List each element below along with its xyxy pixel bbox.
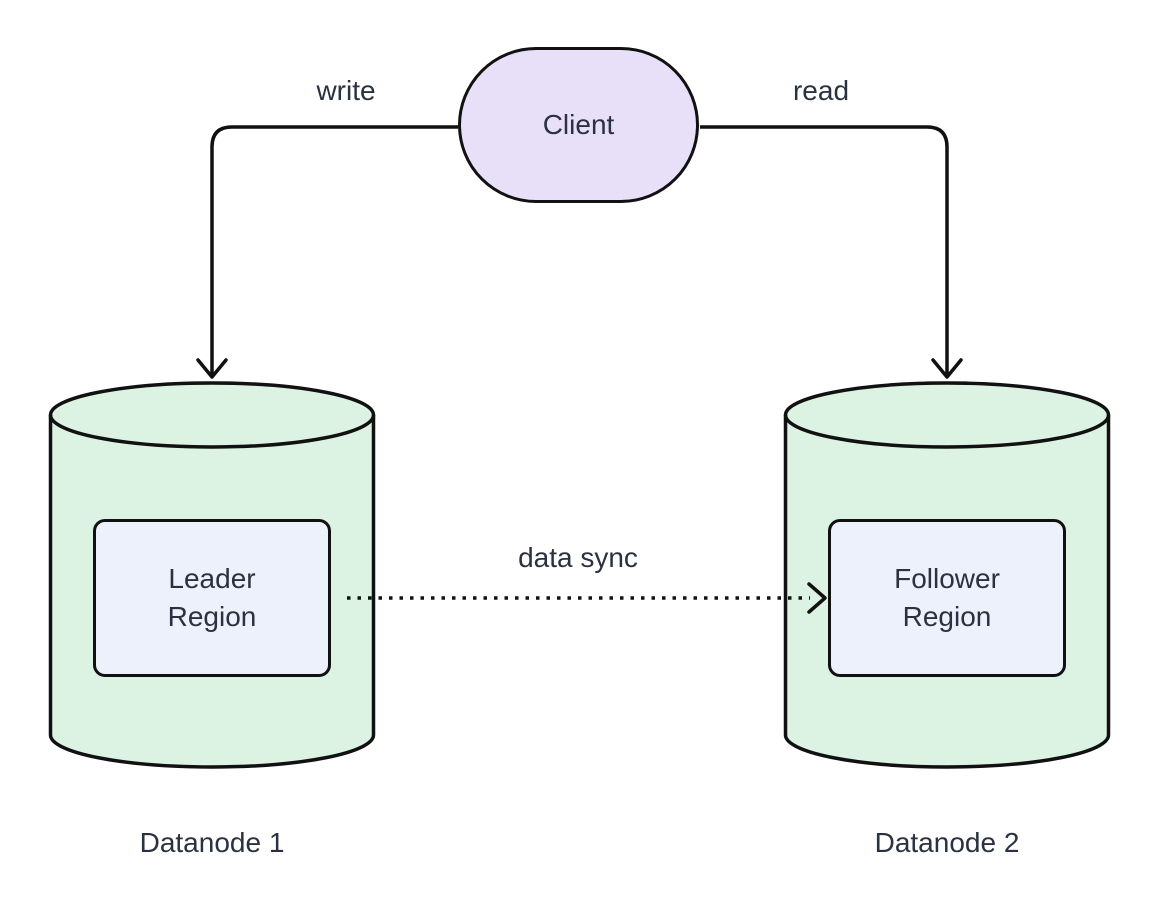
leader-region-node: Leader Region <box>93 519 331 677</box>
datanode1-cylinder-rim <box>48 414 376 449</box>
datanode2-caption: Datanode 2 <box>874 827 1020 858</box>
data-sync-edge-label: data sync <box>514 542 642 574</box>
data-sync-edge <box>347 582 827 614</box>
client-node-label: Client <box>542 109 615 140</box>
client-node: Client <box>458 47 699 203</box>
data-sync-arrowhead-icon <box>807 582 827 614</box>
write-arrowhead-icon <box>196 358 228 379</box>
write-edge-label: write <box>312 75 380 107</box>
read-edge-label: read <box>788 75 854 107</box>
leader-region-label: Leader Region <box>167 563 257 632</box>
write-edge-line <box>210 125 458 374</box>
write-edge <box>196 125 458 379</box>
follower-region-label: Follower Region <box>894 563 1000 632</box>
datanode1-caption: Datanode 1 <box>139 827 285 858</box>
datanode2-cylinder-rim <box>783 414 1111 449</box>
read-edge <box>700 125 963 379</box>
follower-region-node: Follower Region <box>828 519 1066 677</box>
read-arrowhead-icon <box>931 358 963 379</box>
read-edge-line <box>700 125 949 374</box>
